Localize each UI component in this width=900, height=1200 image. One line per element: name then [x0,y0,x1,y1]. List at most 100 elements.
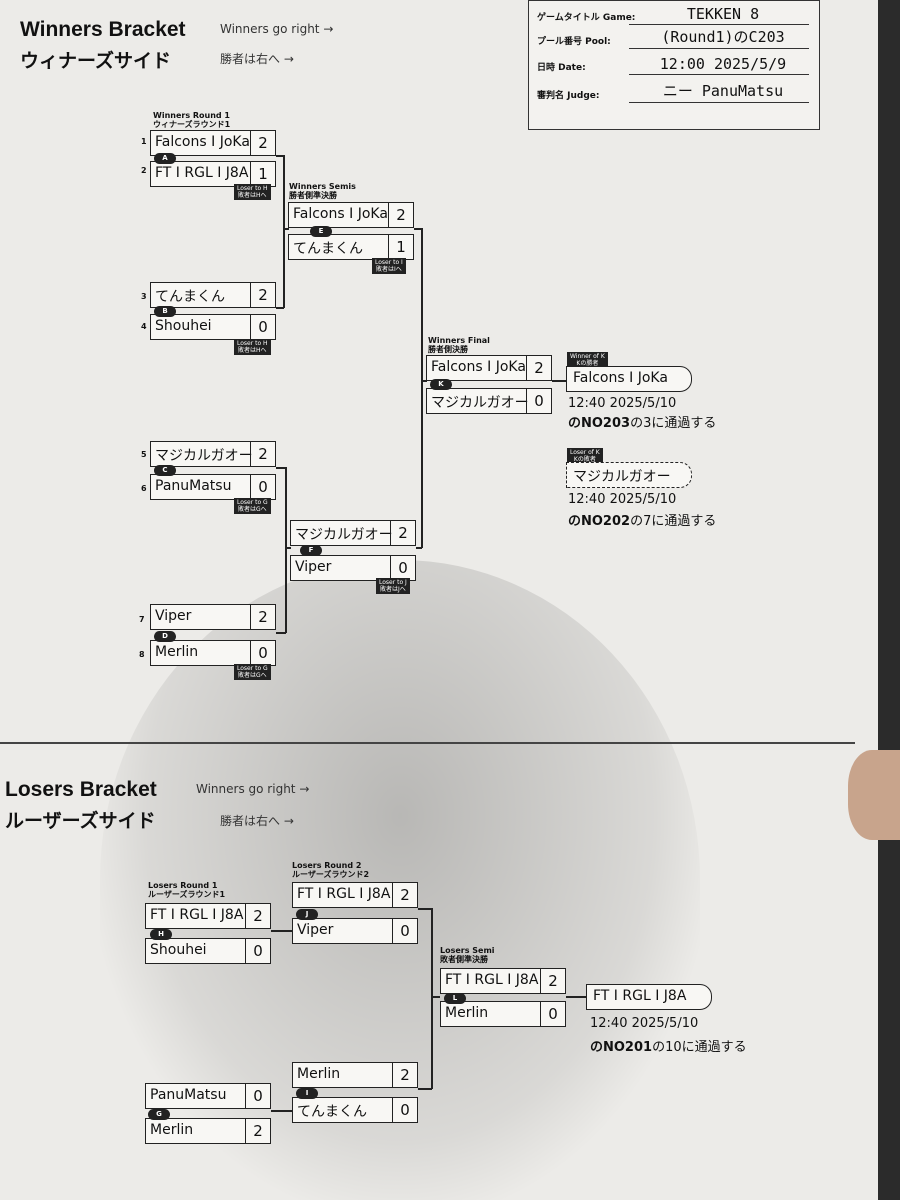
seed-1: 1 [141,137,147,146]
match-b-player2[interactable]: Shouhei 0 [150,314,276,340]
match-c-player2[interactable]: PanuMatsu 0 [150,474,276,500]
info-date-label: 日時 Date: [537,63,586,73]
match-l-player1[interactable]: FT I RGL I J8A 2 [440,968,566,994]
match-a-player2[interactable]: FT I RGL I J8A 1 [150,161,276,187]
info-judge-line [629,102,809,103]
losers-round1-jp: ルーザーズラウンド1 [148,890,226,899]
tag-c-en: Loser to G [237,499,268,506]
match-e-player1[interactable]: Falcons I JoKa 2 [288,202,414,228]
connector-b [276,307,284,309]
match-info-box: ゲームタイトル Game: TEKKEN 8 プール番号 Pool: (Roun… [528,0,820,130]
match-i-player2[interactable]: てんまくん 0 [292,1097,418,1123]
losers-round2-en: Losers Round 2 [292,861,362,870]
connector-a [276,155,284,157]
match-j-player2[interactable]: Viper 0 [292,918,418,944]
match-l-player2-score: 0 [540,1002,565,1026]
tag-c-jp: 敗者はGへ [238,506,267,513]
match-c-player2-score: 0 [250,475,275,499]
match-j-player1-name: FT I RGL I J8A [297,886,391,902]
seed-2: 2 [141,166,147,175]
match-c-player1[interactable]: マジカルガオー 2 [150,441,276,467]
match-k-player1[interactable]: Falcons I JoKa 2 [426,355,552,381]
match-l-player2[interactable]: Merlin 0 [440,1001,566,1027]
match-l-player1-name: FT I RGL I J8A [445,972,539,988]
loser-of-k-slot[interactable]: マジカルガオー [566,462,692,488]
match-j-player2-name: Viper [297,922,334,938]
winners-semis-label: Winners Semis 勝者側準決勝 [289,182,356,200]
winners-subtitle: Winners go right → [220,22,334,36]
info-pool-line [629,48,809,49]
match-i-player1[interactable]: Merlin 2 [292,1062,418,1088]
seed-6: 6 [141,484,147,493]
match-d-player1-name: Viper [155,608,192,624]
match-g-player1-name: PanuMatsu [150,1087,227,1103]
info-date-value: 12:00 2025/5/9 [659,55,787,73]
match-h-badge: H [150,929,172,940]
info-judge-label: 審判名 Judge: [537,91,600,101]
match-b-player1[interactable]: てんまくん 2 [150,282,276,308]
match-g-player1[interactable]: PanuMatsu 0 [145,1083,271,1109]
winner-of-l-slot[interactable]: FT I RGL I J8A [586,984,712,1010]
match-f-player1-score: 2 [390,521,415,545]
match-k-player1-score: 2 [526,356,551,380]
losers-round2-label: Losers Round 2 ルーザーズラウンド2 [292,861,369,879]
match-g-player2-score: 2 [245,1119,270,1143]
match-d-player2[interactable]: Merlin 0 [150,640,276,666]
match-j-player1[interactable]: FT I RGL I J8A 2 [292,882,418,908]
winner-k-tag-jp: Kの勝者 [576,360,599,367]
match-d-player1-score: 2 [250,605,275,629]
winners-round1-label: Winners Round 1 ウィナーズラウンド1 [153,111,230,129]
winners-title: Winners Bracket [20,18,186,41]
info-judge-row: 審判名 Judge: ニー PanuMatsu [537,81,809,103]
connector-cd-to-f [285,547,291,549]
winners-title-jp: ウィナーズサイド [20,50,172,72]
seed-4: 4 [141,322,147,331]
match-h-player2[interactable]: Shouhei 0 [145,938,271,964]
winner-k-tag-en: Winner of K [570,353,605,360]
losers-title-jp: ルーザーズサイド [5,810,156,832]
match-f-player1[interactable]: マジカルガオー 2 [290,520,416,546]
winners-semis-en: Winners Semis [289,182,356,191]
winner-of-k-slot[interactable]: Falcons I JoKa [566,366,692,392]
winner-k-note-bold: のNO203 [568,416,631,431]
losers-round1-en: Losers Round 1 [148,881,218,890]
winners-subtitle-jp: 勝者は右へ → [220,52,294,66]
match-f-player2-score: 0 [390,556,415,580]
match-j-player2-score: 0 [392,919,417,943]
seed-5: 5 [141,450,147,459]
tag-d-en: Loser to G [237,665,268,672]
match-e-player2[interactable]: てんまくん 1 [288,234,414,260]
winners-final-label: Winners Final 勝者側決勝 [428,336,490,354]
match-k-player2[interactable]: マジカルガオー 0 [426,388,552,414]
connector-ef-to-k [421,380,427,382]
losers-semi-label: Losers Semi 敗者側準決勝 [440,946,495,964]
match-h-player1[interactable]: FT I RGL I J8A 2 [145,903,271,929]
match-f-player2-name: Viper [295,559,332,575]
connector-h-to-j [271,930,292,932]
bracket-sheet [0,0,878,1200]
match-d-player1[interactable]: Viper 2 [150,604,276,630]
finger [848,750,900,840]
loser-k-note-text: の7に通過する [630,514,717,529]
match-a-player2-score: 1 [250,162,275,186]
match-e-player2-score: 1 [388,235,413,259]
match-g-player1-score: 0 [245,1084,270,1108]
tag-e-jp: 敗者はIへ [376,266,402,273]
match-f-player2[interactable]: Viper 0 [290,555,416,581]
info-game-row: ゲームタイトル Game: TEKKEN 8 [537,3,809,25]
match-e-player1-score: 2 [388,203,413,227]
connector-ji-vert [431,908,433,1089]
match-d-player2-name: Merlin [155,644,199,660]
match-j-badge: J [296,909,318,920]
info-pool-label: プール番号 Pool: [537,37,611,47]
loser-of-k-note: のNO202の7に通過する [568,510,716,529]
match-k-player1-name: Falcons I JoKa [431,359,526,375]
match-i-player1-name: Merlin [297,1066,341,1082]
match-a-player1[interactable]: Falcons I JoKa 2 [150,130,276,156]
tag-a-jp: 敗者はHへ [238,192,267,199]
tag-f-jp: 敗者はJへ [380,586,406,593]
match-g-player2[interactable]: Merlin 2 [145,1118,271,1144]
winner-of-k-note: のNO203の3に通過する [568,412,716,431]
winners-final-jp: 勝者側決勝 [428,345,468,354]
